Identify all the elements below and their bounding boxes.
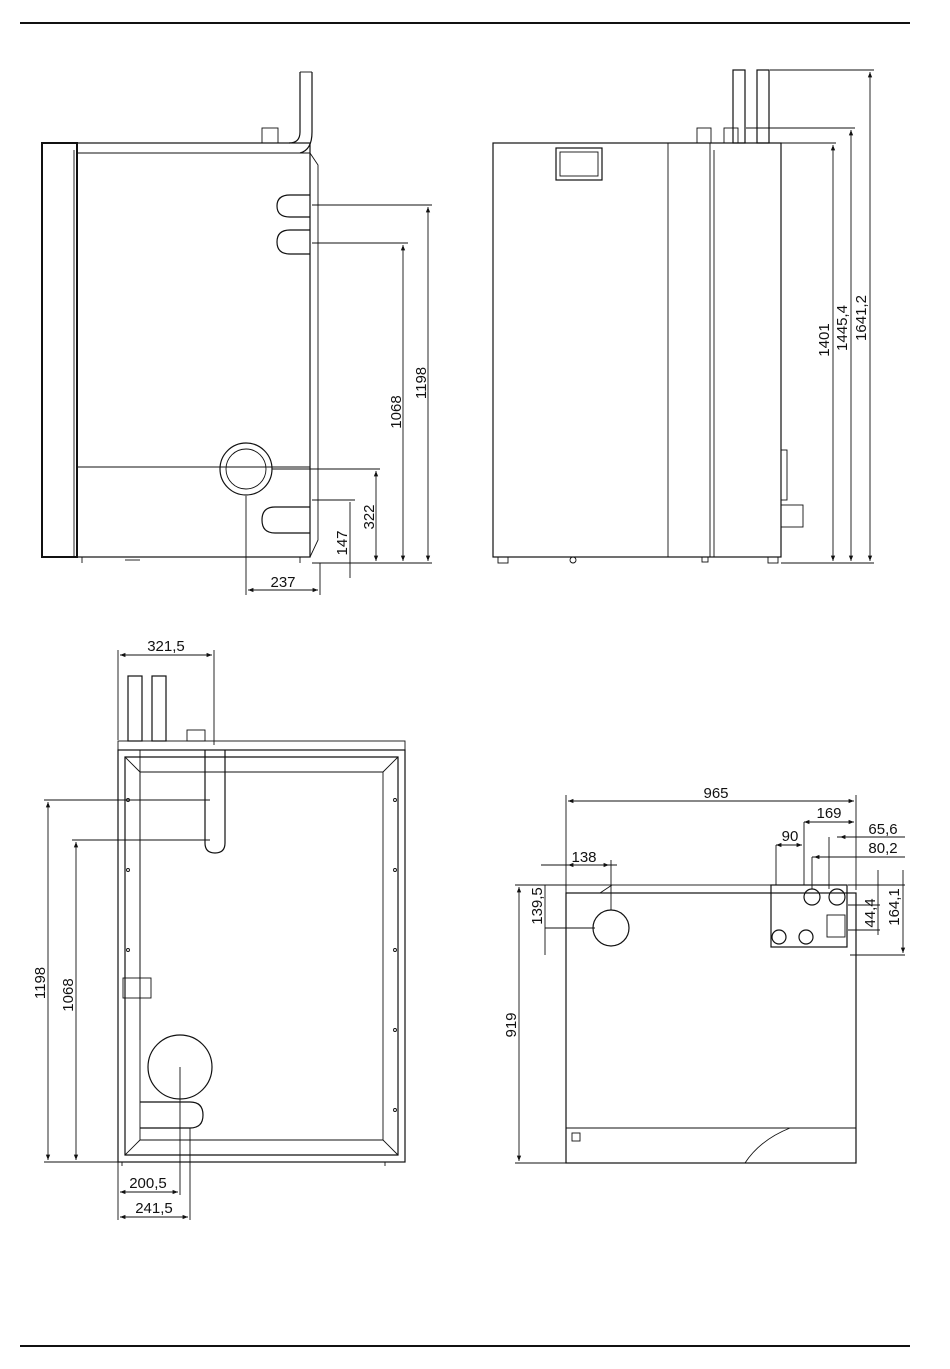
side-body [77,143,310,557]
front-view: 1401 1445,4 1641,2 [493,70,874,563]
top-dim-44: 44,4 [862,898,879,927]
front-body [493,143,781,557]
top-dim-139: 139,5 [529,887,546,925]
top-dim-965: 965 [703,785,728,802]
side-dim-237: 237 [270,574,295,591]
side-dim-1068: 1068 [388,395,405,428]
top-dim-164: 164,1 [886,888,903,926]
side-dim-1198: 1198 [413,367,430,399]
front-dim-1445: 1445,4 [834,305,851,351]
rear-body [118,750,405,1162]
rear-view: 321,5 1198 1068 200,5 241,5 [32,638,405,1220]
rear-dim-200: 200,5 [129,1175,167,1192]
rear-dim-1068: 1068 [60,978,77,1011]
top-dim-919: 919 [503,1012,520,1037]
top-dim-138: 138 [571,849,596,866]
top-dim-90: 90 [782,828,799,845]
rear-dim-321: 321,5 [147,638,185,655]
side-dim-147: 147 [334,530,351,555]
top-dim-169: 169 [816,805,841,822]
top-dim-65: 65,6 [868,821,897,838]
control-display [556,148,602,180]
side-view: 1198 1068 322 147 237 [42,72,432,595]
top-dim-80: 80,2 [868,840,897,857]
rear-dim-241: 241,5 [135,1200,173,1217]
front-dim-1401: 1401 [816,323,833,356]
top-view: 965 169 90 65,6 80,2 138 139,5 919 44,4 … [503,785,905,1163]
side-front-panel [42,143,77,557]
front-dim-1641: 1641,2 [853,295,870,341]
side-dim-322: 322 [361,504,378,529]
rear-dim-1198: 1198 [32,967,49,999]
